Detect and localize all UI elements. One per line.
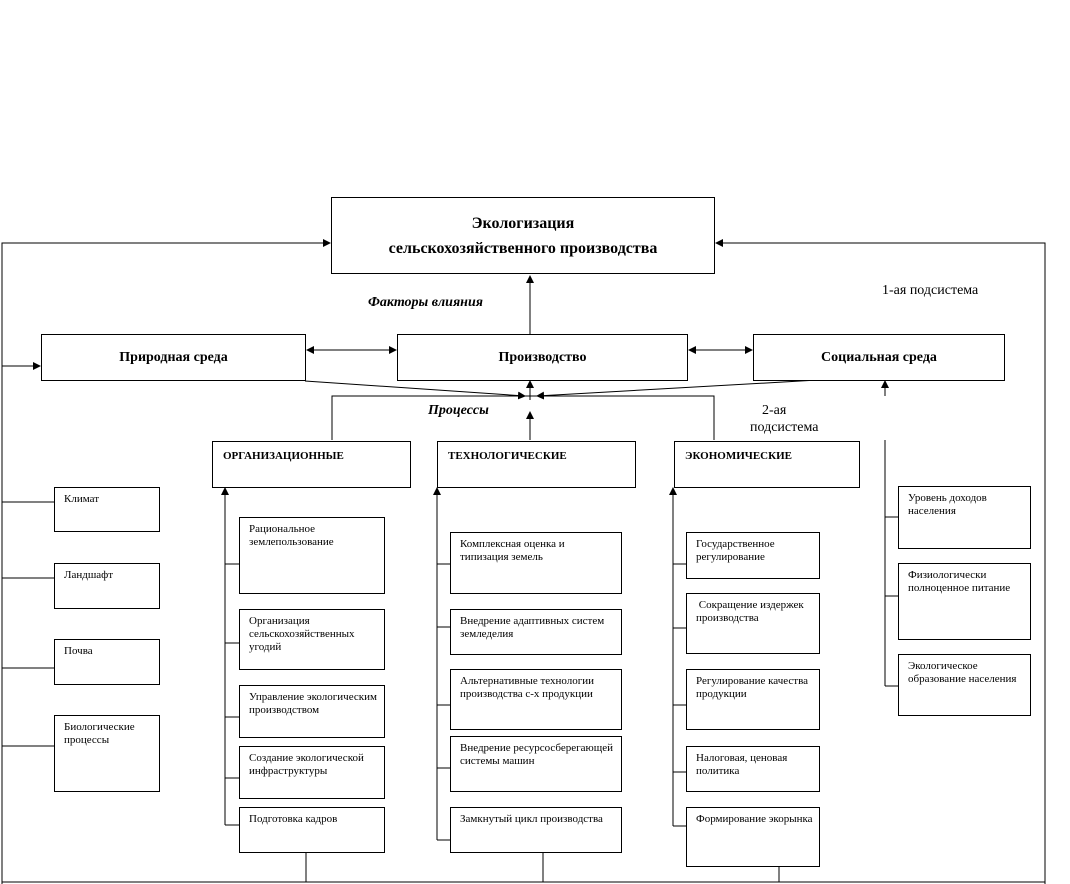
org-item: Создание экологической инфраструктуры: [239, 746, 385, 799]
production-box: Производство: [397, 334, 688, 381]
economic-box: ЭКОНОМИЧЕСКИЕ: [674, 441, 860, 488]
org-item: Рациональное землепользование: [239, 517, 385, 594]
nature-item: Почва: [54, 639, 160, 685]
factors-label: Факторы влияния: [368, 295, 483, 310]
nature-converge-line: [304, 380, 526, 400]
nature-box: Природная среда: [41, 334, 306, 381]
right-feedback-line: [715, 239, 1046, 884]
social-item: Физиологически полноценное питание: [898, 563, 1031, 640]
tech-item: Внедрение адаптивных систем земледелия: [450, 609, 622, 655]
org-item: Подготовка кадров: [239, 807, 385, 853]
subsystem-2-label-1: 2-ая: [762, 403, 787, 418]
nature-item: Климат: [54, 487, 160, 532]
social-item: Уровень доходов населения: [898, 486, 1031, 549]
econ-item: Формирование экорынка: [686, 807, 820, 867]
subsystem-2-label-2: подсистема: [750, 420, 819, 435]
title-line-1: Экологизация: [471, 214, 575, 232]
technological-box: ТЕХНОЛОГИЧЕСКИЕ: [437, 441, 636, 488]
tech-item: Замкнутый цикл производства: [450, 807, 622, 853]
econ-item: Регулирование качества продукции: [686, 669, 820, 730]
title-box: Экологизация сельскохозяйственного произ…: [331, 197, 715, 274]
tech-item: Комплексная оценка и типизация земель: [450, 532, 622, 594]
processes-bracket: [331, 395, 715, 440]
subsystem-1-label: 1-ая подсистема: [882, 283, 979, 298]
org-item: Управление экологическим производством: [239, 685, 385, 738]
title-line-2: сельскохозяйственного производства: [388, 239, 658, 257]
econ-item: Сокращение издержек производства: [686, 593, 820, 654]
econ-item: Налоговая, ценовая политика: [686, 746, 820, 792]
organizational-box: ОРГАНИЗАЦИОННЫЕ: [212, 441, 411, 488]
tech-item: Альтернативные технологии производства с…: [450, 669, 622, 730]
left-feedback-line: [1, 239, 331, 884]
nature-item: Биологические процессы: [54, 715, 160, 792]
org-item: Организация сельскохозяйственных угодий: [239, 609, 385, 670]
nature-item: Ландшафт: [54, 563, 160, 609]
econ-item: Государственное регулирование: [686, 532, 820, 579]
social-item: Экологическое образование населения: [898, 654, 1031, 716]
tech-item: Внедрение ресурсосберегающей системы маш…: [450, 736, 622, 792]
processes-label: Процессы: [428, 403, 489, 418]
social-converge-line: [536, 379, 819, 400]
social-box: Социальная среда: [753, 334, 1005, 381]
